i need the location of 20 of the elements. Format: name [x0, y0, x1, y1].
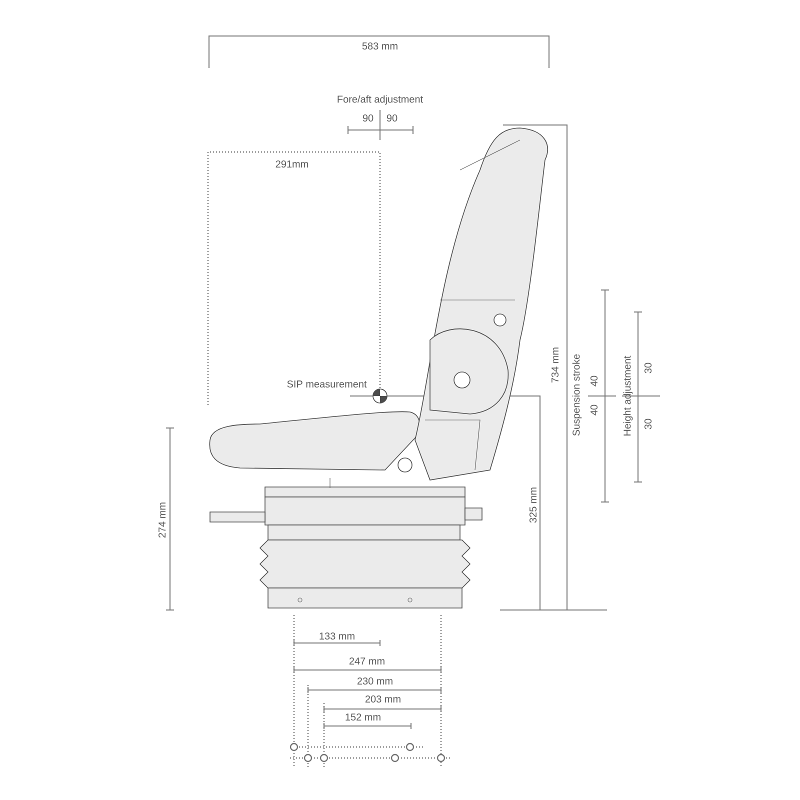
- annotation-label: SIP measurement: [287, 380, 367, 388]
- dimension-label: 734 mm: [551, 348, 559, 383]
- dimension-label: 152 mm: [346, 713, 380, 721]
- dimension-label: 30: [644, 418, 652, 430]
- dimension-label: 40: [590, 376, 598, 386]
- dimension-label: 133 mm: [320, 632, 354, 640]
- annotation-label: Fore/aft adjustment: [338, 95, 423, 105]
- dimension-label: 247 mm: [349, 658, 384, 664]
- dimension-label: 230 mm: [357, 677, 392, 685]
- dimension-label: 90: [362, 114, 374, 122]
- dimension-label: 203 mm: [365, 695, 400, 703]
- dimension-label: 30: [644, 362, 652, 374]
- dimension-label: 90: [386, 114, 398, 122]
- annotation-label: Height adjustment: [623, 356, 633, 436]
- dimension-label: 274 mm: [158, 502, 166, 538]
- dimension-label: 291mm: [276, 160, 308, 168]
- dimension-label: 583 mm: [362, 42, 398, 50]
- annotation-label: Suspension stroke: [572, 354, 582, 436]
- dimension-label: 40: [590, 404, 598, 416]
- dimension-label: 325 mm: [529, 488, 537, 523]
